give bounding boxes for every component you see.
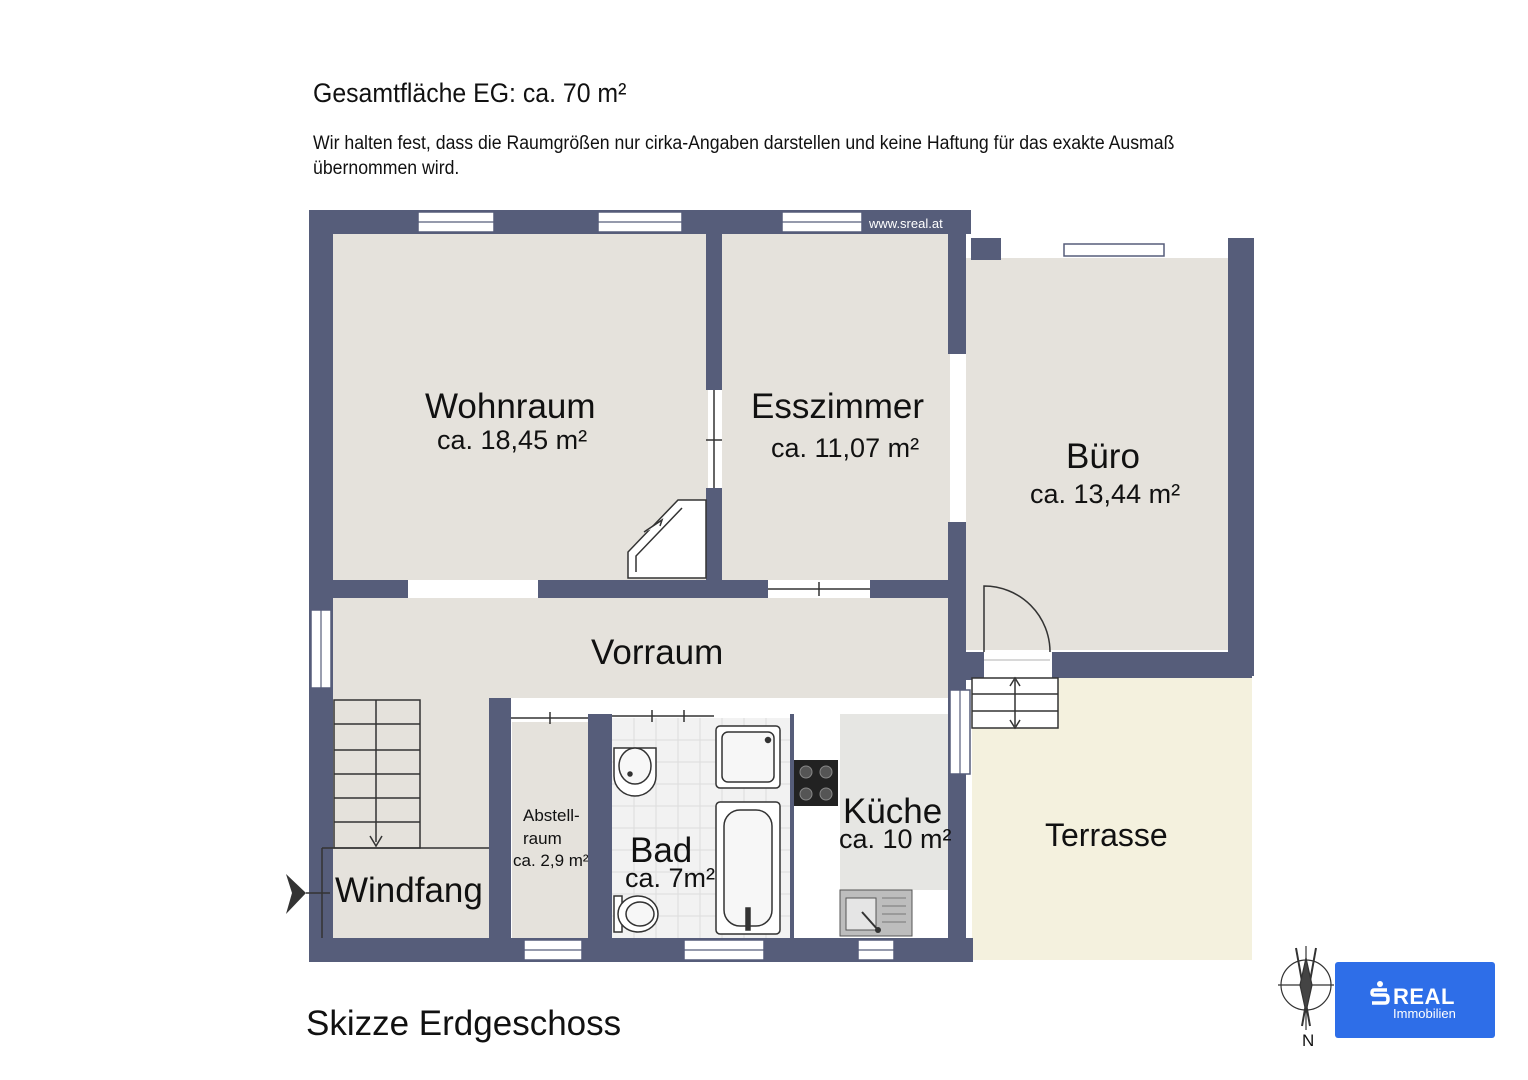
room-abstellraum-name-line2: raum [523,829,562,848]
walls [309,210,1254,962]
room-kueche-name: Küche [843,792,943,831]
room-buero-name: Büro [1066,437,1140,476]
room-esszimmer-name: Esszimmer [751,387,925,426]
doors [511,390,1051,724]
room-windfang-name: Windfang [335,871,483,910]
entrance-arrow-icon [286,874,306,914]
logo-subtitle: Immobilien [1393,1006,1456,1021]
room-esszimmer-area: ca. 11,07 m² [771,433,920,463]
s-logo-icon [1370,981,1390,1005]
sreal-logo: REAL Immobilien [1335,962,1495,1038]
room-vorraum-name: Vorraum [591,633,724,672]
window-mullions [320,221,961,951]
plan-caption: Skizze Erdgeschoss [306,1004,622,1043]
compass-north-label: N [1302,1031,1315,1050]
room-buero-area: ca. 13,44 m² [1030,479,1181,509]
room-kueche-area: ca. 10 m² [839,824,952,854]
bath-fixtures [613,725,781,935]
header-total-area: Gesamtfläche EG: ca. 70 m² [313,78,627,108]
room-terrasse-name: Terrasse [1045,817,1168,853]
room-wohnraum-name: Wohnraum [425,387,596,426]
room-wohnraum-area: ca. 18,45 m² [437,425,588,455]
interior-stairs [321,699,489,938]
kitchen-fixtures [794,760,913,937]
terrace-steps [971,676,1059,730]
stove-fireplace [627,499,707,579]
room-abstellraum-area: ca. 2,9 m² [513,851,589,870]
room-bad-name: Bad [630,831,693,870]
logo-brand-text: REAL [1393,984,1455,1009]
header-disclaimer: Wir halten fest, dass die Raumgrößen nur… [313,133,1175,179]
website-watermark: www.sreal.at [869,216,943,231]
room-abstellraum-name-line1: Abstell- [523,806,580,825]
room-bad-area: ca. 7m² [625,863,716,893]
north-compass-icon [1278,946,1334,1030]
